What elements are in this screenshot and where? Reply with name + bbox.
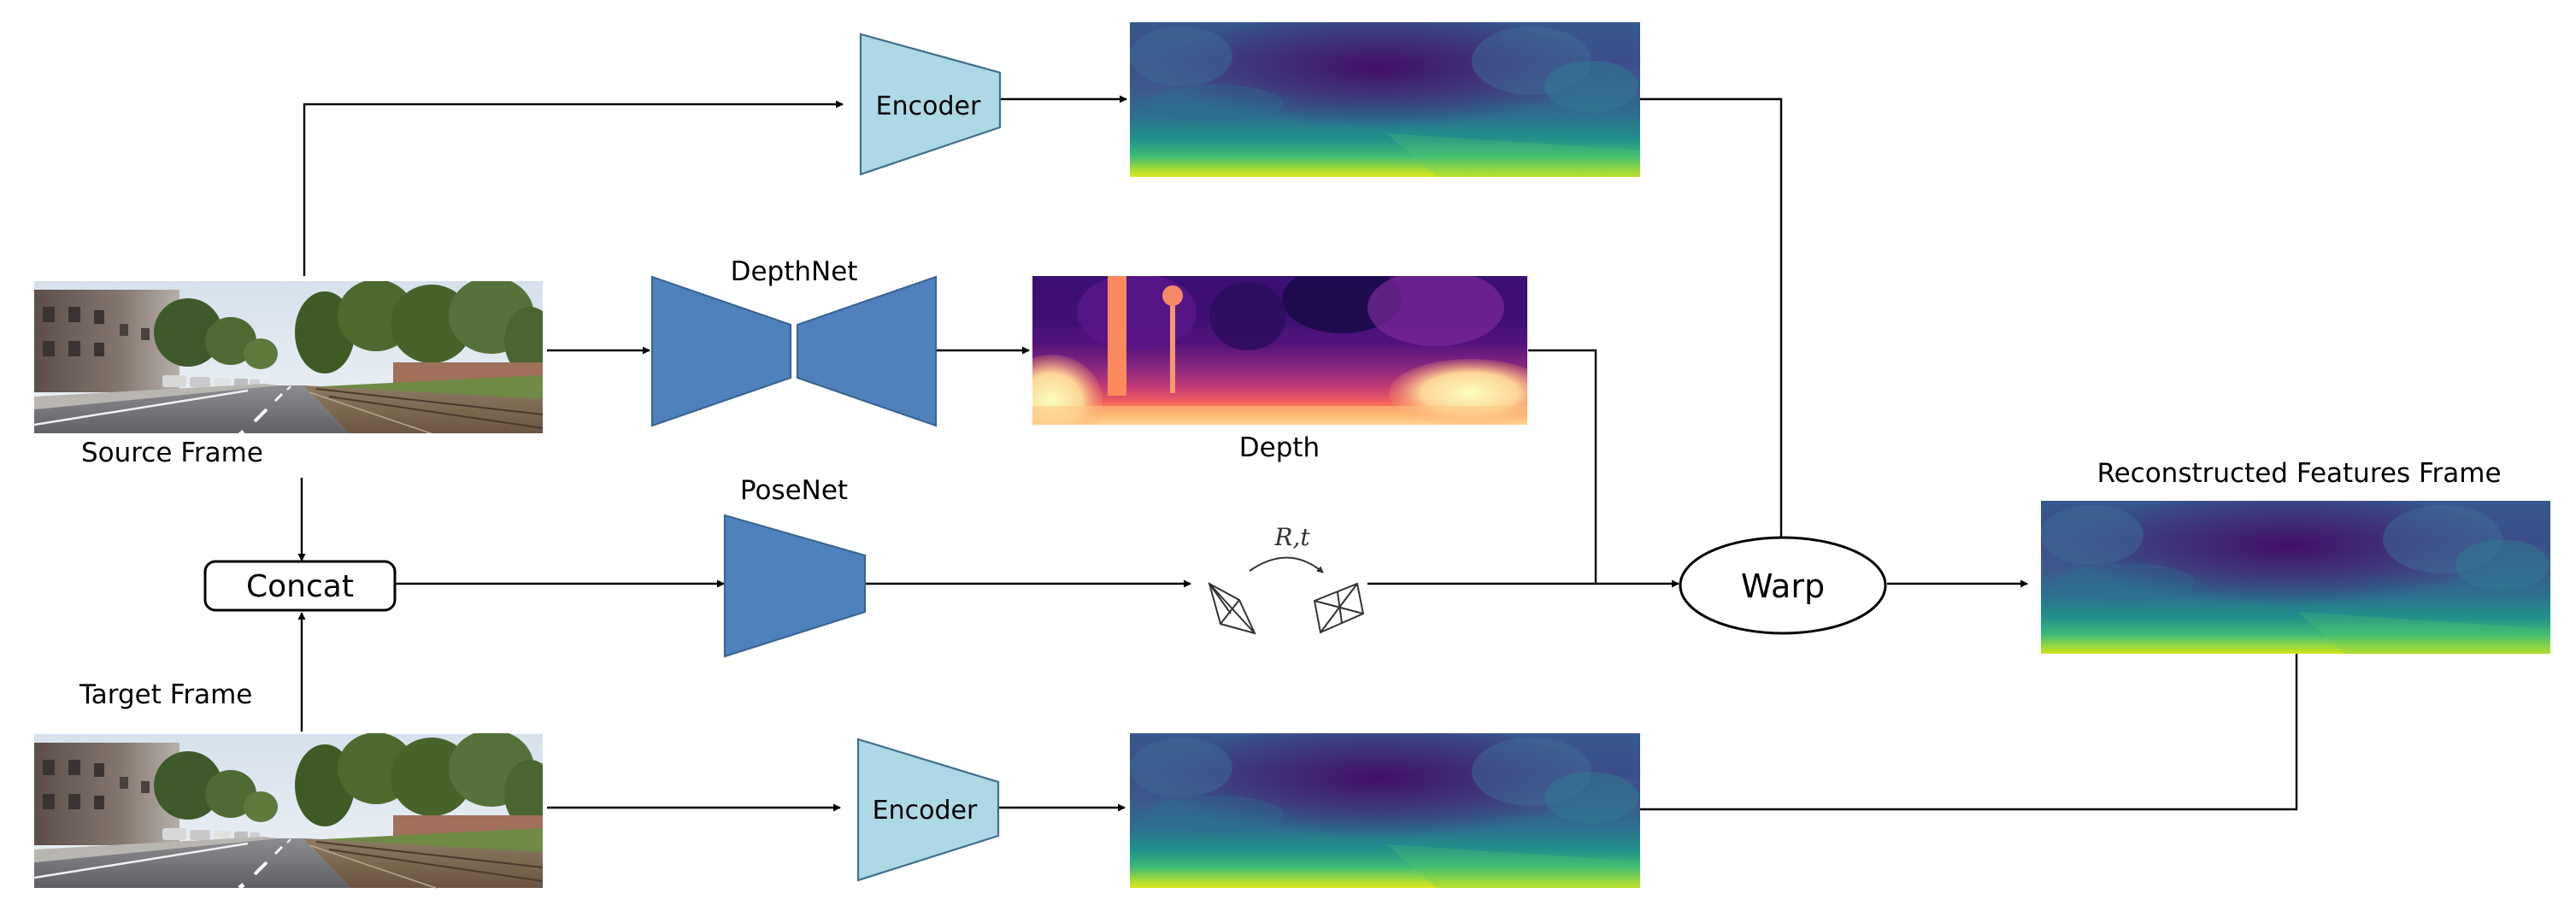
encoder-top: Encoder — [859, 32, 1002, 176]
posenet-label: PoseNet — [740, 475, 848, 506]
warp-label: Warp — [1741, 567, 1825, 605]
reconstructed-feature-map — [2041, 501, 2550, 654]
feature-map-bottom — [1130, 733, 1640, 888]
depthnet-decoder-half — [796, 275, 938, 427]
encoder-top-shape — [859, 32, 1002, 176]
posenet-shape — [723, 514, 867, 658]
line-feature-bottom-to-reconstructed — [1640, 654, 2298, 811]
pose-arrow — [1249, 556, 1324, 573]
depth-label: Depth — [1239, 432, 1320, 463]
source-frame-label: Source Frame — [81, 438, 263, 468]
encoder-bottom: Encoder — [856, 738, 1000, 882]
depthnet — [650, 275, 938, 427]
warp-block: Warp — [1679, 536, 1887, 635]
concat-block: Concat — [203, 560, 397, 612]
connectors — [297, 95, 2298, 812]
arrow-feature-top-to-warp — [1640, 97, 1785, 544]
camera-target-icon — [1313, 582, 1365, 634]
camera-source-icon — [1208, 581, 1256, 635]
encoder-bottom-shape — [856, 738, 1000, 882]
encoder-top-label: Encoder — [876, 91, 981, 121]
reconstructed-label: Reconstructed Features Frame — [2097, 458, 2501, 489]
feature-map-top — [1130, 22, 1640, 177]
target-frame-image — [34, 730, 556, 888]
concat-label: Concat — [246, 569, 354, 604]
arrow-source-to-encoder-top — [303, 100, 844, 276]
depth-map-image — [1032, 276, 1527, 425]
pose-transform: R,t — [1208, 523, 1365, 635]
warp-ellipse — [1679, 536, 1887, 635]
target-frame-label: Target Frame — [79, 679, 252, 710]
encoder-bottom-label: Encoder — [873, 796, 978, 826]
depthnet-label: DepthNet — [731, 256, 858, 287]
concat-box — [203, 560, 397, 612]
source-frame-image — [34, 277, 556, 435]
line-depth-to-warp — [1528, 349, 1597, 584]
pose-label: R,t — [1273, 523, 1310, 551]
depthnet-encoder-half — [650, 275, 792, 427]
